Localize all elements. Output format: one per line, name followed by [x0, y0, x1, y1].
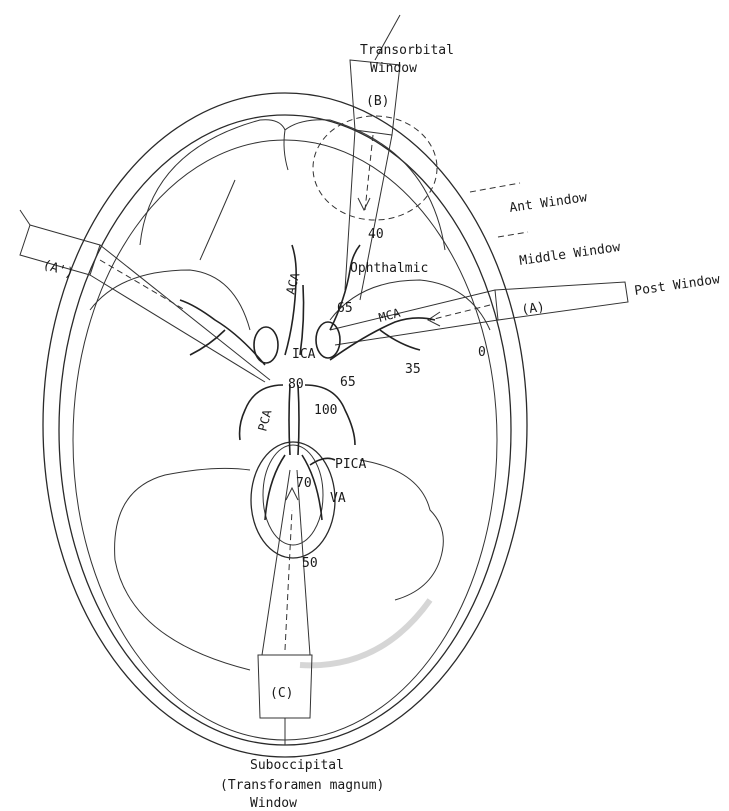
- left-temporal-beam-bottom: [90, 275, 265, 382]
- aca-vessel-pair: [300, 285, 304, 355]
- transorbital-label-line1: Transorbital: [360, 43, 454, 58]
- labels: Transorbital Window (B) Ant Window Middl…: [41, 43, 721, 811]
- left-temporal-boundary: [115, 468, 250, 560]
- depth-80-label: 80: [288, 377, 304, 392]
- occipital-shading: [300, 600, 430, 665]
- left-ica-loop: [254, 327, 278, 363]
- left-cerebellum-outline: [115, 560, 250, 670]
- depth-70-label: 70: [296, 476, 312, 491]
- brainstem-inner: [263, 445, 323, 545]
- right-ica-loop: [316, 322, 340, 358]
- ophthalmic-label: Ophthalmic: [350, 261, 428, 276]
- b-marker-label: (B): [366, 94, 389, 109]
- basilar-artery: [289, 385, 290, 455]
- suboccipital-label-line2: (Transforamen magnum): [220, 778, 384, 793]
- right-cerebellum-outline: [360, 460, 443, 600]
- suboccipital-label-line3: Window: [250, 796, 297, 811]
- middle-window-label: Middle Window: [518, 240, 621, 269]
- ant-window-dash: [470, 183, 520, 192]
- middle-window-dash: [498, 232, 528, 237]
- a-prime-marker-label: (A'): [41, 258, 75, 282]
- pca-label: PCA: [255, 407, 274, 432]
- transorbital-beam-axis: [365, 135, 373, 210]
- skull-outer-contour: [43, 93, 527, 757]
- suboccipital-beam-axis: [285, 510, 292, 650]
- depth-40-label: 40: [368, 227, 384, 242]
- aca-vessel: [285, 245, 296, 355]
- transorbital-label-line2: Window: [370, 61, 417, 76]
- right-temporal-probe: [495, 282, 628, 320]
- ant-window-label: Ant Window: [508, 190, 588, 216]
- left-temporal-cable: [20, 210, 30, 225]
- transorbital-arrow: [358, 198, 370, 210]
- basilar-artery-pair: [298, 385, 299, 455]
- skull-outline: [43, 93, 527, 757]
- depth-65-lower-label: 65: [340, 375, 356, 390]
- depth-100-label: 100: [314, 403, 337, 418]
- left-mca-branch: [190, 330, 225, 355]
- c-marker-label: (C): [270, 686, 293, 701]
- left-va-vessel: [265, 455, 285, 520]
- aca-label: ACA: [283, 270, 302, 295]
- depth-35-label: 35: [405, 362, 421, 377]
- post-window-label: Post Window: [633, 272, 721, 299]
- orbital-region: [140, 116, 445, 260]
- pica-label: PICA: [335, 457, 366, 472]
- a-marker-label: (A): [520, 300, 545, 318]
- left-temporal-beam-top: [100, 245, 270, 380]
- va-label: VA: [330, 491, 346, 506]
- skull-inner-contour: [59, 115, 511, 745]
- ica-label: ICA: [292, 347, 316, 362]
- left-temporal-beam-axis: [100, 260, 185, 310]
- mca-label: MCA: [377, 306, 402, 325]
- probe-beams: [20, 15, 628, 745]
- depth-0-label: 0: [478, 345, 486, 360]
- frontal-midline: [284, 130, 288, 170]
- depth-65-upper-label: 65: [337, 301, 353, 316]
- suboccipital-label-line1: Suboccipital: [250, 758, 344, 773]
- orbit-left-contour: [200, 180, 235, 260]
- depth-50-label: 50: [302, 556, 318, 571]
- right-temporal-lobe: [330, 280, 490, 330]
- right-frontal-lobe: [285, 120, 445, 250]
